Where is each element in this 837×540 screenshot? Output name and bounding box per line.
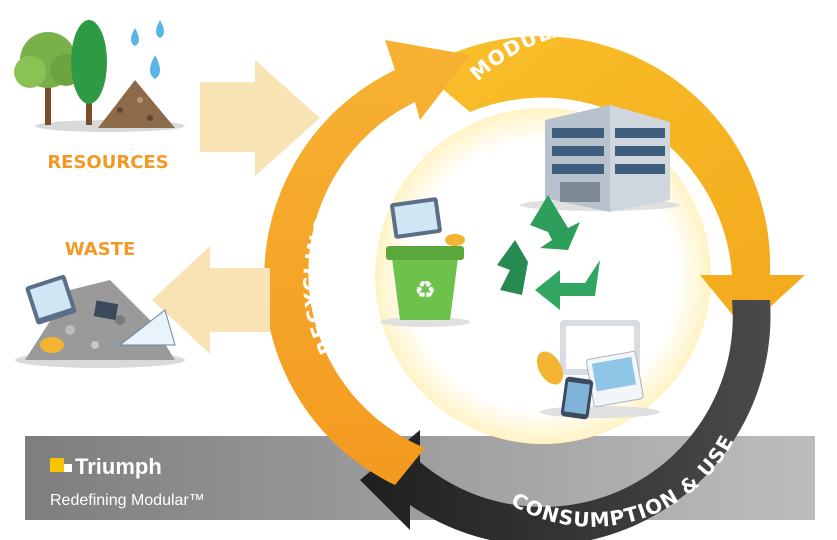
resources-icon: [14, 20, 185, 132]
brand-name: Triumph: [75, 454, 162, 479]
recycling-bin-icon: ♻: [380, 197, 470, 327]
recycling-arc: [264, 40, 470, 485]
devices-icon: [536, 320, 660, 420]
resources-arrow: [200, 60, 320, 176]
svg-text:♻: ♻: [414, 276, 436, 304]
waste-arrow: [152, 246, 270, 354]
resources-label: RESOURCES: [47, 152, 168, 173]
waste-icon: [15, 274, 185, 368]
consumption-use-arc: [360, 300, 771, 540]
building-icon: [520, 105, 680, 212]
triumph-logo: Triumph Redefining Modular™: [50, 454, 205, 509]
recycle-symbol-icon: [497, 195, 600, 310]
waste-label: WASTE: [65, 239, 136, 260]
brand-tagline: Redefining Modular™: [50, 492, 205, 509]
